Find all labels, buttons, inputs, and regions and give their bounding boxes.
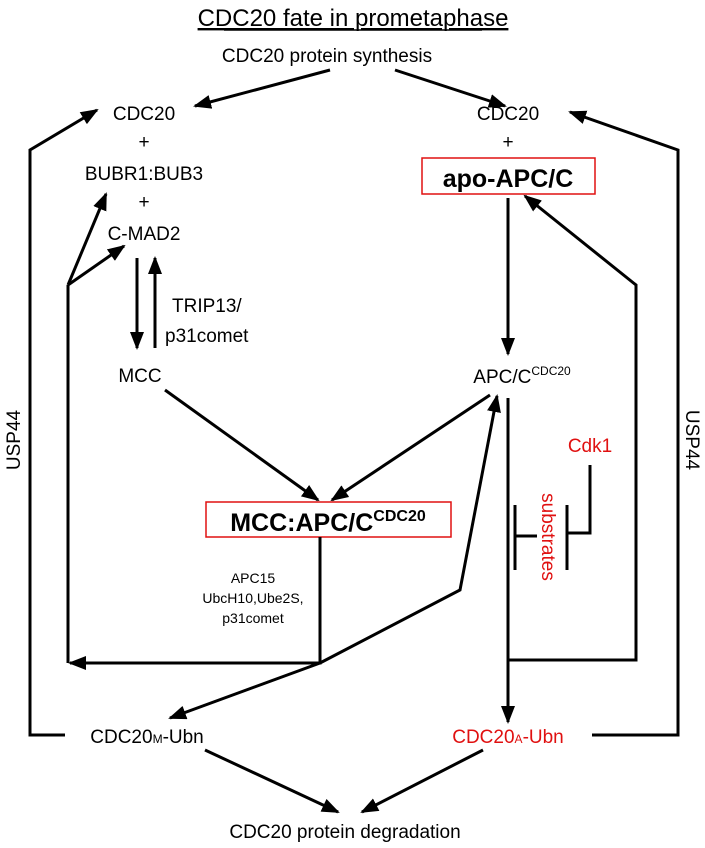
cdc20m-ubn: CDC20M-Ubn bbox=[90, 727, 204, 748]
cdk1-inhibition bbox=[565, 465, 592, 570]
trip13-label-2: p31comet bbox=[165, 326, 249, 347]
factor-ubch10-ube2s: UbcH10,Ube2S, bbox=[202, 590, 303, 606]
arrow-cdc20m-degradation bbox=[204, 748, 340, 814]
usp44-right: USP44 bbox=[681, 410, 702, 471]
cdk1-label: Cdk1 bbox=[568, 436, 612, 457]
substrates-label: substrates bbox=[537, 493, 558, 581]
bubr1-bub3: BUBR1:BUB3 bbox=[85, 164, 203, 185]
synthesis-label: CDC20 protein synthesis bbox=[222, 46, 432, 67]
mcc-apc-box bbox=[205, 501, 452, 538]
apc-cdc20-label: APC/CCDC20 bbox=[473, 364, 571, 388]
trip13-label-1: TRIP13/ bbox=[172, 296, 242, 317]
cdc20a-ubn: CDC20A-Ubn bbox=[452, 727, 564, 748]
factor-apc15: APC15 bbox=[231, 570, 276, 586]
right-plus: + bbox=[502, 132, 513, 153]
right-cdc20: CDC20 bbox=[477, 104, 539, 125]
mcc-label: MCC bbox=[118, 366, 161, 387]
left-plus-1: + bbox=[138, 132, 149, 153]
arrow-mcc-to-complex bbox=[164, 388, 320, 502]
factor-p31comet: p31comet bbox=[222, 610, 284, 626]
usp44-right-arrow bbox=[568, 110, 680, 737]
usp44-left-arrow bbox=[28, 108, 99, 737]
arrow-complex-to-cdc20m bbox=[168, 661, 321, 720]
arrow-cdc20a-degradation bbox=[360, 748, 484, 814]
diagram-title: CDC20 fate in prometaphase bbox=[198, 5, 509, 32]
left-cdc20: CDC20 bbox=[113, 104, 175, 125]
synthesis-arrow-left bbox=[193, 68, 331, 109]
synthesis-arrow-right bbox=[394, 68, 507, 108]
arrow-complex-to-apc bbox=[319, 394, 501, 665]
arrow-to-bubr1 bbox=[66, 192, 108, 286]
c-mad2: C-MAD2 bbox=[108, 224, 181, 245]
apo-apc-box bbox=[421, 157, 596, 195]
arrow-to-cmad2 bbox=[67, 244, 126, 287]
degradation-label: CDC20 protein degradation bbox=[229, 822, 460, 843]
right-return-loop bbox=[508, 194, 638, 662]
usp44-left: USP44 bbox=[4, 409, 25, 470]
substrates-inhibition bbox=[513, 505, 537, 570]
apo-apc-label: apo-APC/C bbox=[443, 165, 574, 193]
arrow-apc-to-complex bbox=[330, 393, 491, 502]
left-plus-2: + bbox=[138, 192, 149, 213]
mcc-apc-cdc20-label: MCC:APC/CCDC20 bbox=[230, 508, 426, 537]
